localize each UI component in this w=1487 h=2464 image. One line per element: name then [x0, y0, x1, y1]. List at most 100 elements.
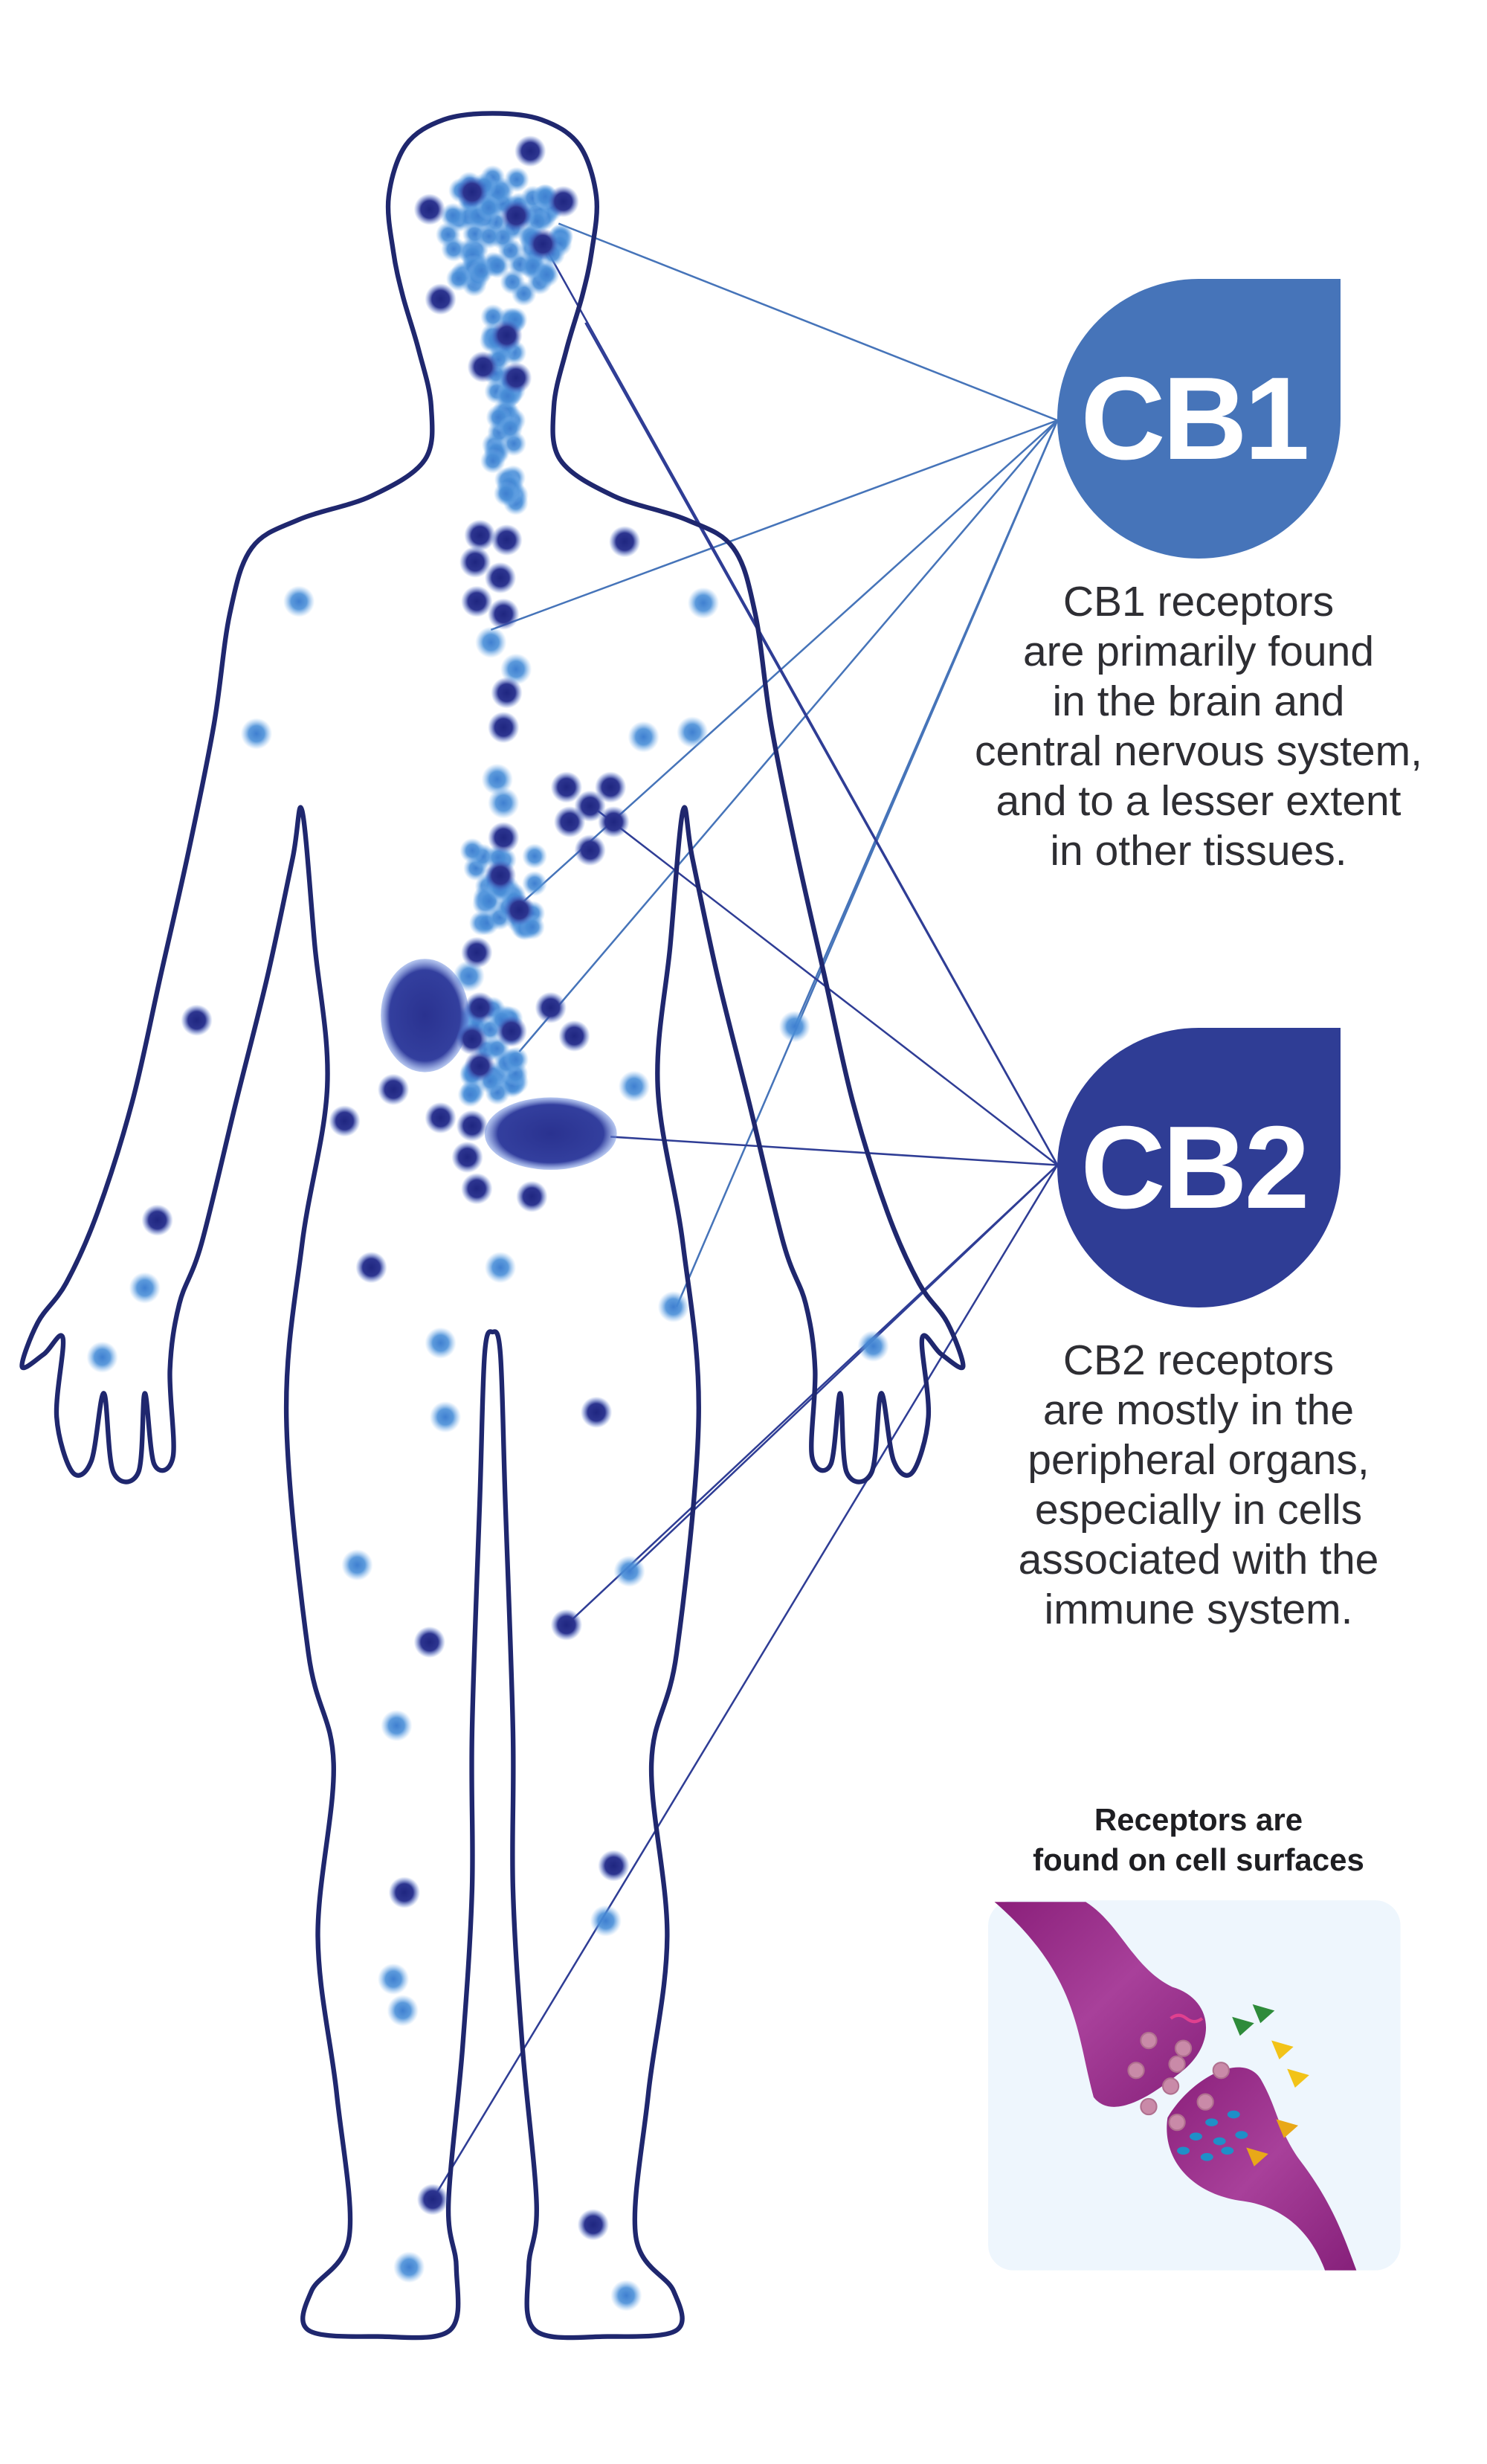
receptor-dot-dark — [491, 677, 523, 709]
cb1-description-line: and to a lesser extent — [996, 777, 1401, 825]
receptor-dot-light — [493, 480, 519, 506]
cb2-connector-line — [610, 1136, 1058, 1166]
receptor-dot-light — [488, 787, 520, 819]
receptor-dot-light — [441, 236, 467, 262]
receptor-dot-dark — [461, 936, 493, 968]
receptor-dot-dark — [464, 991, 496, 1024]
receptor-dot-dark — [181, 1004, 213, 1036]
vesicle — [1161, 2077, 1180, 2095]
receptor-dot-light — [500, 269, 526, 295]
synapse-illustration — [988, 1900, 1401, 2271]
receptor-dot-dark — [495, 1015, 527, 1047]
synapse-heading-line: Receptors are — [1094, 1802, 1303, 1837]
cb1-label: CB1 — [1080, 353, 1309, 484]
cb1-connector-line — [558, 222, 1058, 422]
cb1-description: CB1 receptors are primarily found in the… — [901, 577, 1487, 876]
connector-lines — [431, 222, 1059, 2201]
receptor-dot-dark — [464, 519, 496, 551]
receptor-dot-dark — [598, 805, 630, 838]
receptor-dot-dark — [500, 199, 532, 232]
receptor-dot-light — [459, 837, 486, 863]
receptor-dot-light — [534, 262, 560, 288]
receptor-dot-light — [440, 202, 465, 228]
body-outline — [19, 111, 966, 2341]
cannabinoid-molecule — [1232, 2016, 1254, 2036]
cb2-label: CB2 — [1080, 1101, 1309, 1233]
synapse-heading-line: found on cell surfaces — [1033, 1842, 1364, 1877]
receptor-dot-dark — [526, 228, 559, 260]
receptor-dot-dark — [416, 2184, 449, 2216]
receptor-dot-light — [457, 1081, 483, 1107]
postsynaptic-neuron — [1167, 2067, 1357, 2271]
receptor-dot-dark — [388, 1876, 421, 1908]
cannabinoid-molecule — [1252, 2004, 1275, 2024]
receptor-protein — [1221, 2146, 1234, 2155]
receptor-protein — [1177, 2146, 1190, 2155]
cb2-description-line: especially in cells — [1034, 1486, 1363, 1534]
receptor-dot-light — [613, 1555, 645, 1587]
organ-pancreas — [484, 1097, 617, 1170]
receptor-dot-dark — [550, 1609, 583, 1641]
cannabinoid-molecule — [1287, 2068, 1309, 2088]
receptor-dot-light — [677, 716, 709, 748]
cb1-description-line: in the brain and — [1052, 678, 1345, 725]
vesicle — [1127, 2062, 1145, 2079]
receptor-dot-light — [381, 1709, 413, 1742]
receptor-dot-light — [445, 266, 471, 292]
receptor-dot-light — [504, 167, 529, 193]
receptor-dot-dark — [467, 351, 499, 383]
cb2-badge: CB2 — [1057, 1028, 1341, 1307]
cb2-drop-shape — [1057, 1028, 1341, 1307]
receptor-dot-dark — [550, 771, 583, 803]
receptor-dot-light — [657, 1290, 689, 1323]
cb1-drop-shape — [1057, 279, 1341, 559]
neurotransmitters — [1127, 2004, 1309, 2167]
cb2-connector-line — [628, 1164, 1059, 1572]
receptor-protein — [1227, 2110, 1240, 2119]
cb1-connector-line — [793, 419, 1059, 1027]
receptor-dot-dark — [598, 1850, 630, 1882]
receptor-dot-light — [393, 2251, 425, 2283]
receptor-dot-light — [485, 253, 510, 279]
receptor-dot-light — [503, 1046, 529, 1072]
cb2-description-line: peripheral organs, — [1028, 1436, 1370, 1484]
receptor-protein — [1205, 2118, 1219, 2126]
cb2-description-line: are mostly in the — [1042, 1386, 1355, 1434]
receptor-dot-light — [283, 585, 315, 617]
receptor-dot-dark — [456, 1110, 488, 1142]
receptor-dot-light — [387, 1995, 419, 2027]
receptor-dot-light — [618, 1070, 651, 1102]
receptor-dot-dark — [464, 1049, 496, 1082]
receptor-dot-dark — [500, 361, 532, 394]
cb1-badge: CB1 — [1057, 279, 1341, 559]
receptor-dot-dark — [329, 1105, 361, 1137]
receptor-dot-dark — [413, 1626, 445, 1659]
receptor-protein — [1200, 2152, 1213, 2161]
receptor-dot-dark — [461, 1173, 493, 1205]
vesicle — [1140, 2097, 1158, 2116]
receptor-dot-light — [425, 1327, 457, 1359]
receptor-dot-dark — [609, 526, 641, 558]
receptor-dot-light — [476, 223, 502, 249]
receptor-dot-light — [475, 626, 507, 658]
receptor-dot-light — [129, 1272, 161, 1304]
cb1-description-line: are primarily found — [1022, 628, 1375, 675]
cb2-description-line: CB2 receptors — [1062, 1336, 1335, 1384]
receptor-dot-dark — [516, 1180, 548, 1213]
receptor-dot-light — [687, 587, 720, 619]
receptor-dot-dark — [503, 894, 535, 926]
receptor-dot-dark — [413, 193, 445, 225]
receptor-dot-light — [341, 1549, 373, 1581]
synapse-heading: Receptors are found on cell surfaces — [938, 1800, 1459, 1880]
presynaptic-neuron — [994, 1902, 1207, 2107]
receptor-dot-light — [481, 763, 513, 796]
cannabinoid-molecule — [1276, 2119, 1299, 2138]
cb1-connector-line — [490, 419, 1058, 631]
receptor-dot-dark — [425, 1101, 457, 1134]
receptor-protein — [1235, 2131, 1248, 2139]
receptor-dot-light — [377, 1963, 410, 1995]
receptor-dot-light — [86, 1341, 118, 1373]
cb1-description-line: CB1 receptors — [1062, 578, 1335, 625]
